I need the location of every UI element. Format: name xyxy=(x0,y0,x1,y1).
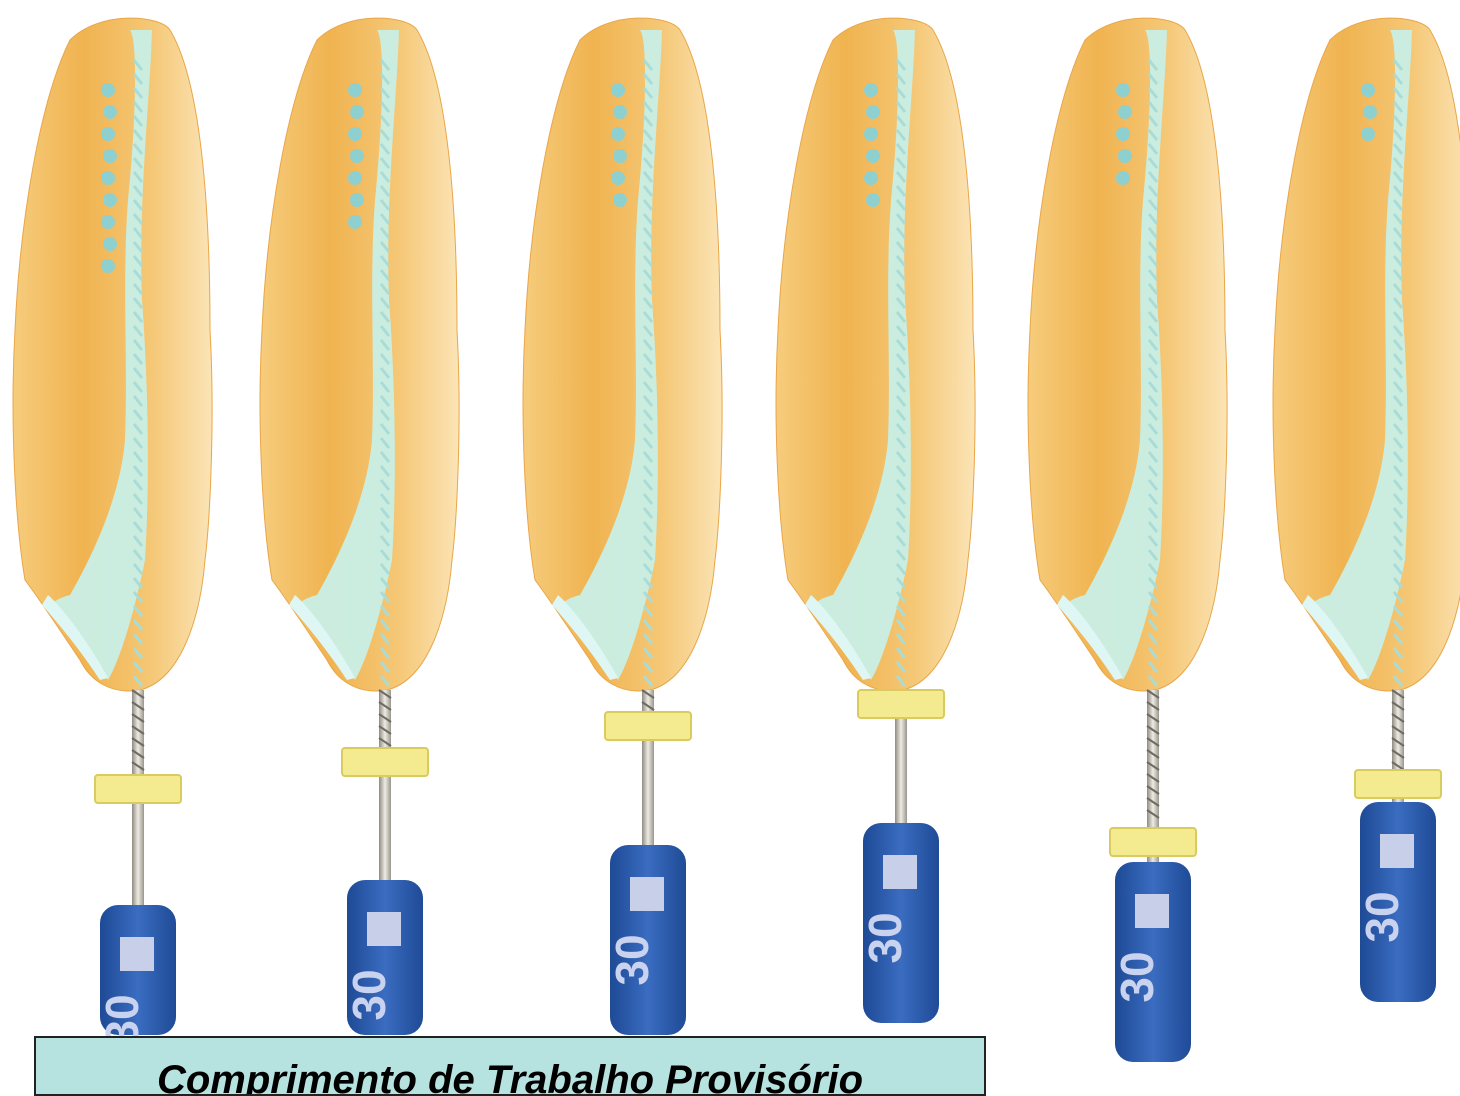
rubber-stopper xyxy=(95,775,181,803)
canal-dot xyxy=(350,105,364,119)
tooth-6: 30 xyxy=(1273,18,1460,1002)
canal-dot xyxy=(1118,149,1132,163)
rubber-stopper xyxy=(1110,828,1196,856)
canal-dot xyxy=(350,149,364,163)
canal-dot xyxy=(864,127,878,141)
canal-dot xyxy=(350,193,364,207)
canal-dot xyxy=(1118,105,1132,119)
canal-dot xyxy=(866,105,880,119)
handle-size-square xyxy=(883,855,917,889)
canal-dot xyxy=(613,193,627,207)
canal-dot xyxy=(1361,83,1375,97)
tooth-3: 30 xyxy=(523,18,722,1035)
canal-dot xyxy=(1363,105,1377,119)
canal-dot xyxy=(866,193,880,207)
tooth-5: 30 xyxy=(1028,18,1227,1062)
canal-dot xyxy=(611,171,625,185)
handle-size-number: 30 xyxy=(343,969,395,1020)
canal-dot xyxy=(611,83,625,97)
canal-dot xyxy=(348,127,362,141)
handle-size-square xyxy=(120,937,154,971)
handle-size-square xyxy=(1380,834,1414,868)
rubber-stopper xyxy=(342,748,428,776)
canal-dot xyxy=(1116,171,1130,185)
canal-dot xyxy=(613,105,627,119)
caption-text: Comprimento de Trabalho Provisório xyxy=(36,1058,984,1096)
canal-dot xyxy=(348,83,362,97)
handle-size-number: 30 xyxy=(1356,891,1408,942)
canal-dot xyxy=(101,215,115,229)
handle-size-number: 30 xyxy=(1111,951,1163,1002)
handle-size-number: 30 xyxy=(606,934,658,985)
canal-dot xyxy=(103,149,117,163)
rubber-stopper xyxy=(1355,770,1441,798)
file-handle: 30 xyxy=(606,845,686,1035)
canal-dot xyxy=(1116,83,1130,97)
caption-box: Comprimento de Trabalho Provisório xyxy=(34,1036,986,1096)
file-handle: 30 xyxy=(859,823,939,1023)
handle-size-number: 30 xyxy=(859,912,911,963)
handle-size-square xyxy=(1135,894,1169,928)
handle-size-square xyxy=(630,877,664,911)
tooth-2: 30 xyxy=(260,18,459,1035)
canal-dot xyxy=(1361,127,1375,141)
canal-dot xyxy=(101,127,115,141)
canal-dot xyxy=(348,171,362,185)
rubber-stopper xyxy=(858,690,944,718)
canal-dot xyxy=(103,193,117,207)
rubber-stopper xyxy=(605,712,691,740)
canal-dot xyxy=(864,83,878,97)
file-handle: 30 xyxy=(96,905,176,1046)
canal-dot xyxy=(103,237,117,251)
canal-dot xyxy=(348,215,362,229)
handle-size-square xyxy=(367,912,401,946)
canal-dot xyxy=(103,105,117,119)
tooth-4: 30 xyxy=(776,18,975,1023)
canal-dot xyxy=(613,149,627,163)
canal-dot xyxy=(101,83,115,97)
tooth-1: 30 xyxy=(13,18,212,1046)
canal-dot xyxy=(866,149,880,163)
file-handle: 30 xyxy=(1111,862,1191,1062)
canal-dot xyxy=(611,127,625,141)
canal-dot xyxy=(864,171,878,185)
file-handle: 30 xyxy=(343,880,423,1035)
file-handle: 30 xyxy=(1356,802,1436,1002)
canal-dot xyxy=(101,171,115,185)
canal-dot xyxy=(101,259,115,273)
canal-dot xyxy=(1116,127,1130,141)
